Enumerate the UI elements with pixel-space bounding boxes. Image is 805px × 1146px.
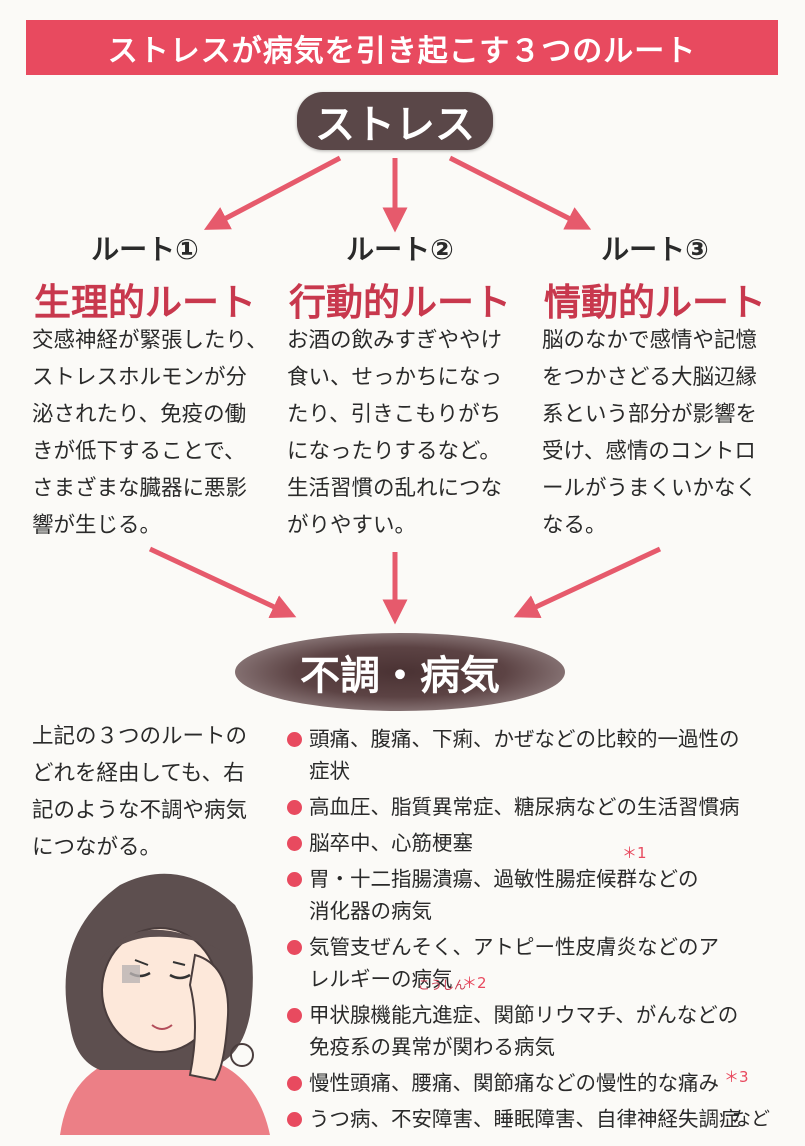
list-item-line: うつ病、不安障害、睡眠障害、自律神経失調症 — [309, 1103, 780, 1135]
bullet-icon — [287, 940, 302, 955]
list-item-line: 消化器の病気 — [309, 895, 780, 927]
distressed-woman-illustration — [30, 865, 275, 1135]
desc-line: きが低下することで、 — [32, 433, 282, 470]
route-3-name: 情動的ルート — [540, 272, 770, 326]
desc-line: 泌されたり、免疫の働 — [32, 396, 282, 433]
ruby-koushin: こうしん — [418, 976, 466, 993]
arrow-from-route-3 — [525, 549, 660, 612]
lead-line: 上記の３つのルートの — [32, 718, 267, 755]
list-item-line: 慢性頭痛、腰痛、関節痛などの慢性的な痛み — [309, 1067, 780, 1099]
desc-line: ールがうまくいかなく — [542, 470, 792, 507]
list-item-line: 甲状腺機能亢進症、関節リウマチ、がんなどの — [309, 999, 780, 1031]
lead-line: 記のような不調や病気 — [32, 792, 267, 829]
disease-list: 頭痛、腹痛、下痢、かぜなどの比較的一過性の症状 高血圧、脂質異常症、糖尿病などの… — [285, 723, 780, 1139]
desc-line: 生活習慣の乱れにつな — [287, 470, 537, 507]
list-item: 気管支ぜんそく、アトピー性皮膚炎などのアレルギーの病気 — [285, 931, 780, 995]
desc-line: 食い、せっかちになっ — [287, 359, 537, 396]
route-2-description: お酒の飲みすぎややけ 食い、せっかちになっ たり、引きこもりがち になったりする… — [287, 322, 537, 544]
arrow-to-route-1 — [215, 158, 340, 224]
route-2-number: ルート② — [285, 228, 515, 268]
route-3-description: 脳のなかで感情や記憶 をつかさどる大脳辺縁 系という部分が影響を 受け、感情のコ… — [542, 322, 792, 544]
bullet-icon — [287, 732, 302, 747]
list-item-line: 脳卒中、心筋梗塞 — [309, 827, 780, 859]
lead-line: につながる。 — [32, 829, 267, 866]
route-2-heading: ルート② 行動的ルート — [285, 228, 515, 326]
list-item: 脳卒中、心筋梗塞 — [285, 827, 780, 859]
list-item-line: レルギーの病気 — [309, 963, 780, 995]
route-3-heading: ルート③ 情動的ルート — [540, 228, 770, 326]
illness-label: 不調・病気 — [235, 633, 565, 711]
list-item-line: 高血圧、脂質異常症、糖尿病などの生活習慣病 — [309, 791, 780, 823]
list-item: 慢性頭痛、腰痛、関節痛などの慢性的な痛み — [285, 1067, 780, 1099]
desc-line: 受け、感情のコントロ — [542, 433, 792, 470]
desc-line: 響が生じる。 — [32, 507, 282, 544]
route-1-name: 生理的ルート — [30, 272, 260, 326]
bullet-icon — [287, 1112, 302, 1127]
list-item-line: 胃・十二指腸潰瘍、過敏性腸症候群などの — [309, 863, 780, 895]
list-item-line: 頭痛、腹痛、下痢、かぜなどの比較的一過性の — [309, 723, 780, 755]
lead-line: どれを経由しても、右 — [32, 755, 267, 792]
route-1-description: 交感神経が緊張したり、 ストレスホルモンが分 泌されたり、免疫の働 きが低下する… — [32, 322, 282, 544]
bullet-icon — [287, 1076, 302, 1091]
desc-line: なる。 — [542, 507, 792, 544]
bullet-icon — [287, 800, 302, 815]
closing-text: など — [732, 1104, 770, 1131]
desc-line: たり、引きこもりがち — [287, 396, 537, 433]
desc-line: お酒の飲みすぎややけ — [287, 322, 537, 359]
desc-line: がりやすい。 — [287, 507, 537, 544]
list-item-line: 免疫系の異常が関わる病気 — [309, 1031, 780, 1063]
list-item: うつ病、不安障害、睡眠障害、自律神経失調症 — [285, 1103, 780, 1135]
list-item-line: 症状 — [309, 755, 780, 787]
desc-line: になったりするなど。 — [287, 433, 537, 470]
desc-line: 系という部分が影響を — [542, 396, 792, 433]
bullet-icon — [287, 836, 302, 851]
desc-line: 脳のなかで感情や記憶 — [542, 322, 792, 359]
bullet-icon — [287, 1008, 302, 1023]
bullet-icon — [287, 872, 302, 887]
route-3-number: ルート③ — [540, 228, 770, 268]
list-item: 胃・十二指腸潰瘍、過敏性腸症候群などの消化器の病気 — [285, 863, 780, 927]
route-1-number: ルート① — [30, 228, 260, 268]
route-1-heading: ルート① 生理的ルート — [30, 228, 260, 326]
lead-text: 上記の３つのルートの どれを経由しても、右 記のような不調や病気 につながる。 — [32, 718, 267, 866]
desc-line: をつかさどる大脳辺縁 — [542, 359, 792, 396]
footnote-1: ＊1 — [622, 842, 647, 863]
route-2-name: 行動的ルート — [285, 272, 515, 326]
footnote-3: ＊3 — [724, 1066, 749, 1087]
list-item: 高血圧、脂質異常症、糖尿病などの生活習慣病 — [285, 791, 780, 823]
desc-line: 交感神経が緊張したり、 — [32, 322, 282, 359]
desc-line: さまざまな臓器に悪影 — [32, 470, 282, 507]
list-item-line: 気管支ぜんそく、アトピー性皮膚炎などのア — [309, 931, 780, 963]
list-item: 頭痛、腹痛、下痢、かぜなどの比較的一過性の症状 — [285, 723, 780, 787]
arrow-from-route-1 — [150, 549, 285, 612]
arrow-to-route-3 — [450, 158, 580, 224]
desc-line: ストレスホルモンが分 — [32, 359, 282, 396]
list-item: 甲状腺機能亢進症、関節リウマチ、がんなどの免疫系の異常が関わる病気 — [285, 999, 780, 1063]
